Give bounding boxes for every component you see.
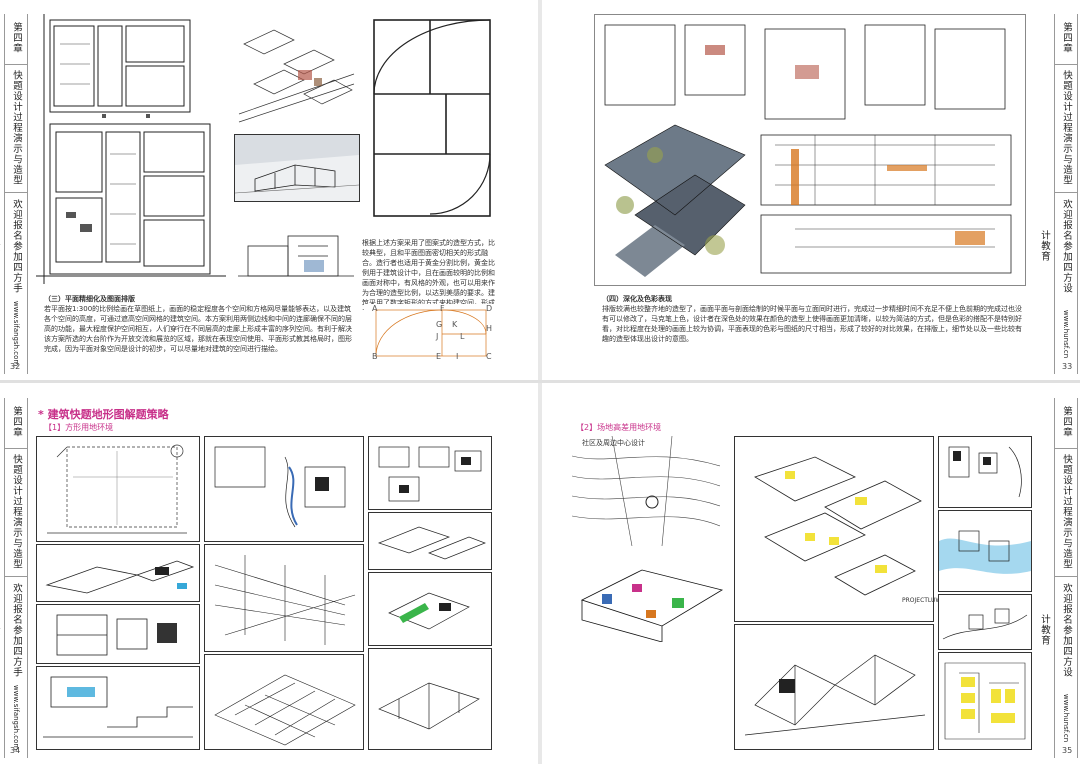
sidebar-divider (1055, 64, 1077, 65)
diagram-label-j: J (436, 332, 439, 341)
colored-perspective-sketch (572, 550, 730, 642)
terrain-plan-sketch (204, 436, 364, 542)
section-sketch (36, 666, 200, 750)
right-sidebar-bottom: 第四章 快题设计过程演示与造型 欢迎报名参加四方设计教育 www.hunsf.c… (1039, 398, 1078, 758)
section-body: 排版较满也较整齐地的造型了，画面平面与剖面绘制的时候平面与立面同时进行，完成过一… (602, 305, 1022, 343)
website-url: www.hunsf.cn (1062, 693, 1070, 743)
volume-sketch-a (368, 512, 492, 570)
elevation-sketch (234, 206, 358, 290)
water-site-sketch (938, 510, 1032, 592)
page-number: 34 (10, 746, 21, 755)
diagram-label-d: D (486, 304, 493, 313)
aerial-perspective-sketch (234, 14, 358, 132)
right-sidebar-top: 第四章 快题设计过程演示与造型 欢迎报名参加四方设计教育 www.hunsf.c… (1039, 14, 1078, 374)
diagram-label-b: B (372, 352, 378, 361)
golden-spiral-diagram (364, 304, 496, 364)
sidebar-divider (1055, 192, 1077, 193)
sub-heading: 【1】方形用地环境 (44, 423, 114, 432)
diagram-label-f: F (440, 304, 445, 313)
chapter-label: 第四章 (1061, 22, 1072, 54)
yellow-site-plan (938, 652, 1032, 750)
topic-label: 快题设计过程演示与造型 (1061, 454, 1072, 570)
diagram-label-g: G (436, 320, 443, 329)
section-title: （三）平面精细化及图面排版 (44, 295, 135, 303)
floor-plan-drawing (36, 14, 228, 284)
final-design-board (594, 14, 1026, 286)
sidebar-divider (5, 448, 27, 449)
page-34: 第四章 快题设计过程演示与造型 欢迎报名参加四方手绘 www.sifangsh.… (0, 384, 538, 764)
unit-plan-sketch (368, 436, 492, 510)
sidebar-divider (5, 64, 27, 65)
street-perspective-sketch (234, 134, 360, 202)
perspective-lines-sketch (204, 544, 364, 652)
golden-ratio-diagram (366, 14, 496, 236)
welcome-label: 欢迎报名参加四方手绘 (11, 582, 22, 678)
welcome-label: 欢迎报名参加四方设计教育 (1039, 198, 1072, 294)
golden-ratio-text: 根据上述方案采用了图案式的造型方式，比较典型，且和平面图面密切相关的形式融合。造… (362, 239, 495, 310)
massing-sketch (36, 544, 200, 602)
diagram-label-h: H (486, 324, 493, 333)
welcome-label: 欢迎报名参加四方设计教育 (1039, 582, 1072, 678)
topic-label: 快题设计过程演示与造型 (11, 454, 22, 570)
yellow-massing-sketch (734, 436, 934, 622)
plan-detail-sketch (36, 604, 200, 664)
left-sidebar-top: 第四章 快题设计过程演示与造型 欢迎报名参加四方手绘 www.sifangsh.… (4, 14, 28, 374)
sloped-site-sketch (734, 624, 934, 750)
sidebar-divider (1055, 448, 1077, 449)
site-plan-sketch (36, 436, 200, 542)
massing-plan-sketch (938, 436, 1032, 508)
volume-sketch-b (368, 648, 492, 750)
diagram-label-i: I (456, 352, 459, 361)
left-sidebar-bottom: 第四章 快题设计过程演示与造型 欢迎报名参加四方手绘 www.sifangsh.… (4, 398, 28, 758)
page-33: 第四章 快题设计过程演示与造型 欢迎报名参加四方设计教育 www.hunsf.c… (542, 0, 1080, 380)
welcome-label: 欢迎报名参加四方手绘 (11, 198, 22, 294)
axonometric-grid-sketch (204, 654, 364, 750)
section-body: 若平面按1:300的比例绘画在草图纸上，画面的稳定程度各个空间和方格网尽量能够表… (44, 305, 352, 353)
page-35: 第四章 快题设计过程演示与造型 欢迎报名参加四方设计教育 www.hunsf.c… (542, 384, 1080, 764)
page-number: 35 (1062, 746, 1073, 755)
website-url: www.sifangsh.com (12, 301, 20, 367)
diagram-label-k: K (452, 320, 458, 329)
chapter-label: 第四章 (11, 22, 22, 54)
page-number: 32 (10, 362, 21, 371)
diagram-label-l: L (460, 332, 465, 341)
website-url: www.hunsf.cn (1062, 309, 1070, 359)
diagram-label-e: E (436, 352, 442, 361)
website-url: www.sifangsh.com (12, 685, 20, 751)
sidebar-divider (1055, 576, 1077, 577)
sidebar-divider (5, 576, 27, 577)
chapter-label: 第四章 (1061, 406, 1072, 438)
hillside-sketch (938, 594, 1032, 650)
page-32: 第四章 快题设计过程演示与造型 欢迎报名参加四方手绘 www.sifangsh.… (0, 0, 538, 380)
map-label: 社区及周边中心设计 (582, 439, 645, 447)
page-heading: * 建筑快题地形图解题策略 (38, 408, 169, 421)
topic-label: 快题设计过程演示与造型 (11, 70, 22, 186)
page-number: 33 (1062, 362, 1073, 371)
topographic-map-sketch (572, 436, 720, 546)
section-title: （四）深化及色彩表现 (602, 295, 672, 303)
spread-divider (0, 380, 1080, 383)
topic-label: 快题设计过程演示与造型 (1061, 70, 1072, 186)
sidebar-divider (5, 192, 27, 193)
project-label: PROJECTLUWA (902, 597, 946, 604)
chapter-label: 第四章 (11, 406, 22, 438)
diagram-label-c: C (486, 352, 492, 361)
green-volume-sketch (368, 572, 492, 646)
diagram-label-a: A (372, 304, 378, 313)
sub-heading: 【2】场地高差用地环境 (576, 423, 662, 432)
